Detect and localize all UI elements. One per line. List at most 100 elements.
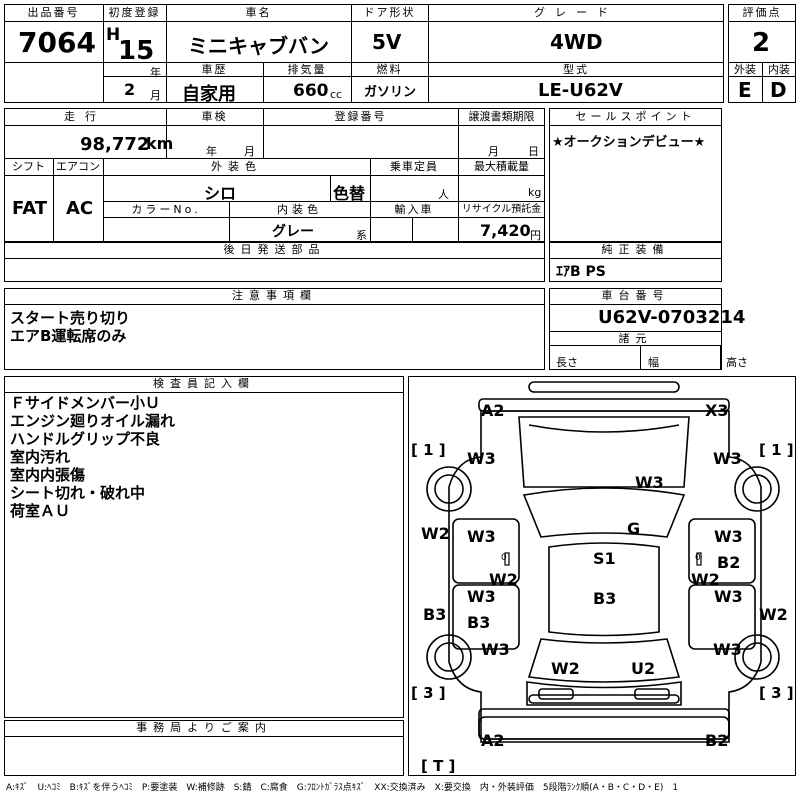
- damage-code: B3: [467, 613, 491, 632]
- model: LE-U62V: [538, 80, 623, 101]
- capacity-label: 乗車定員: [390, 160, 438, 173]
- chassis-number: U62V-0703214: [598, 307, 746, 328]
- lot-label: 出品番号: [27, 6, 80, 19]
- damage-code: W2: [421, 524, 450, 543]
- kei-unit: 系: [356, 229, 367, 242]
- note-line: スタート売り切り: [10, 309, 131, 327]
- inspection-label: 車検: [201, 110, 228, 123]
- interior-color-label: 内装色: [277, 203, 322, 216]
- note-line: エアB運転席のみ: [10, 327, 127, 345]
- import-label: 輸入車: [394, 203, 434, 216]
- insp-year: 年: [206, 145, 217, 158]
- notes-label: 注意事項欄: [232, 289, 317, 302]
- exterior-color-label: 外装色: [211, 160, 262, 173]
- equipment: ｴｱB PS: [556, 264, 606, 280]
- color-no-label: カラーNo.: [131, 203, 201, 216]
- grade-label: グレード: [534, 6, 618, 19]
- sales-point-label: セールスポイント: [575, 110, 696, 123]
- header-frame: [4, 4, 724, 103]
- inspector-notes: Ｆサイドメンバー小Ｕ エンジン廻りオイル漏れ ハンドルグリップ不良 室内汚れ 室…: [10, 394, 175, 520]
- reg-no-label: 登録番号: [334, 110, 387, 123]
- fuel-label: 燃料: [376, 63, 403, 76]
- car-diagram: [426, 381, 780, 743]
- car-name: ミニキャブバン: [188, 34, 329, 58]
- kg-unit: kg: [528, 186, 542, 199]
- spec-height: 高さ: [726, 356, 748, 369]
- equipment-label: 純正装備: [601, 243, 670, 256]
- tire-spare: [ T ]: [421, 757, 456, 775]
- shift-label: シフト: [12, 160, 45, 173]
- chassis-frame: [549, 288, 722, 370]
- month-unit: 月: [150, 89, 161, 102]
- interior-color: グレー: [272, 224, 314, 240]
- damage-code: W2: [489, 570, 518, 589]
- sales-point-frame: [549, 108, 722, 242]
- era: H: [106, 25, 121, 45]
- damage-code: X3: [705, 401, 729, 420]
- first-reg-label: 初度登録: [108, 6, 161, 19]
- tire-front-left: [ 1 ]: [411, 441, 446, 459]
- damage-code: S1: [593, 549, 616, 568]
- inspector-line: 室内汚れ: [10, 448, 71, 466]
- ext-label: 外装: [734, 63, 756, 76]
- transfer-day: 日: [528, 145, 539, 158]
- ac-label: エアコン: [56, 160, 100, 173]
- shift: FAT: [12, 198, 48, 219]
- door-label: ドア形状: [363, 6, 416, 19]
- displacement: 660: [293, 81, 329, 101]
- lot-number: 7064: [18, 26, 96, 59]
- tire-front-right: [ 1 ]: [759, 441, 794, 459]
- km-unit: km: [146, 134, 174, 153]
- car-diagram-frame: [ 1 ] [ 1 ] [ 3 ] [ 3 ] [ T ] A2 X3 W3 W…: [408, 376, 796, 776]
- damage-code: G: [627, 519, 641, 538]
- damage-code: W3: [467, 449, 496, 468]
- later-parts-label: 後日発送部品: [223, 243, 326, 256]
- int-grade: D: [770, 78, 787, 102]
- tire-rear-left: [ 3 ]: [411, 684, 446, 702]
- damage-code: B3: [593, 589, 617, 608]
- displacement-label: 排気量: [287, 63, 327, 76]
- inspector-frame: [4, 376, 404, 718]
- damage-code: W3: [467, 587, 496, 606]
- damage-code: W2: [691, 570, 720, 589]
- damage-code: W2: [551, 659, 580, 678]
- mileage: 98,772: [80, 134, 150, 155]
- damage-code: W3: [481, 640, 510, 659]
- sales-point: ★オークションデビュー★: [552, 135, 706, 150]
- transfer-label: 譲渡書類期限: [468, 110, 535, 123]
- inspector-line: Ｆサイドメンバー小Ｕ: [10, 394, 161, 412]
- score: 2: [752, 28, 771, 58]
- small-mark: 0: [695, 553, 701, 563]
- inspector-line: 室内内張傷: [10, 466, 86, 484]
- damage-code-extra: W3: [713, 640, 742, 659]
- person-unit: 人: [438, 188, 449, 201]
- history-label: 車歴: [201, 63, 228, 76]
- inspector-label: 検査員記入欄: [153, 377, 255, 390]
- legend-footer: A:ｷｽﾞ U:ﾍｺﾐ B:ｷｽﾞを伴うﾍｺﾐ P:要塗装 W:補修跡 S:錆 …: [6, 783, 679, 793]
- int-label: 内装: [768, 63, 790, 76]
- mileage-label: 走行: [64, 110, 106, 123]
- damage-code: B3: [423, 605, 447, 624]
- inspector-line: シート切れ・破れ中: [10, 484, 146, 502]
- damage-code: B2: [705, 731, 729, 750]
- damage-code: W3: [714, 527, 743, 546]
- insp-month: 月: [244, 145, 255, 158]
- spec-width: 幅: [648, 356, 659, 369]
- color-change: 色替: [333, 184, 366, 203]
- later-parts-frame: [4, 242, 545, 282]
- notes-frame: [4, 288, 545, 370]
- history: 自家用: [182, 84, 236, 105]
- car-name-label: 車名: [245, 6, 272, 19]
- spec-length: 長さ: [556, 356, 578, 369]
- recycle-label: リサイクル預託金: [461, 204, 542, 215]
- small-mark: 0: [501, 553, 507, 563]
- equipment-frame: [549, 242, 722, 282]
- year-unit: 年: [150, 66, 161, 79]
- office-frame: [4, 720, 404, 776]
- damage-code: W3: [713, 449, 742, 468]
- specs-label: 諸元: [618, 332, 653, 345]
- ext-grade: E: [738, 78, 752, 102]
- notes-list: スタート売り切り エアB運転席のみ: [10, 309, 130, 345]
- damage-code: U2: [631, 659, 656, 678]
- transfer-month: 月: [488, 145, 499, 158]
